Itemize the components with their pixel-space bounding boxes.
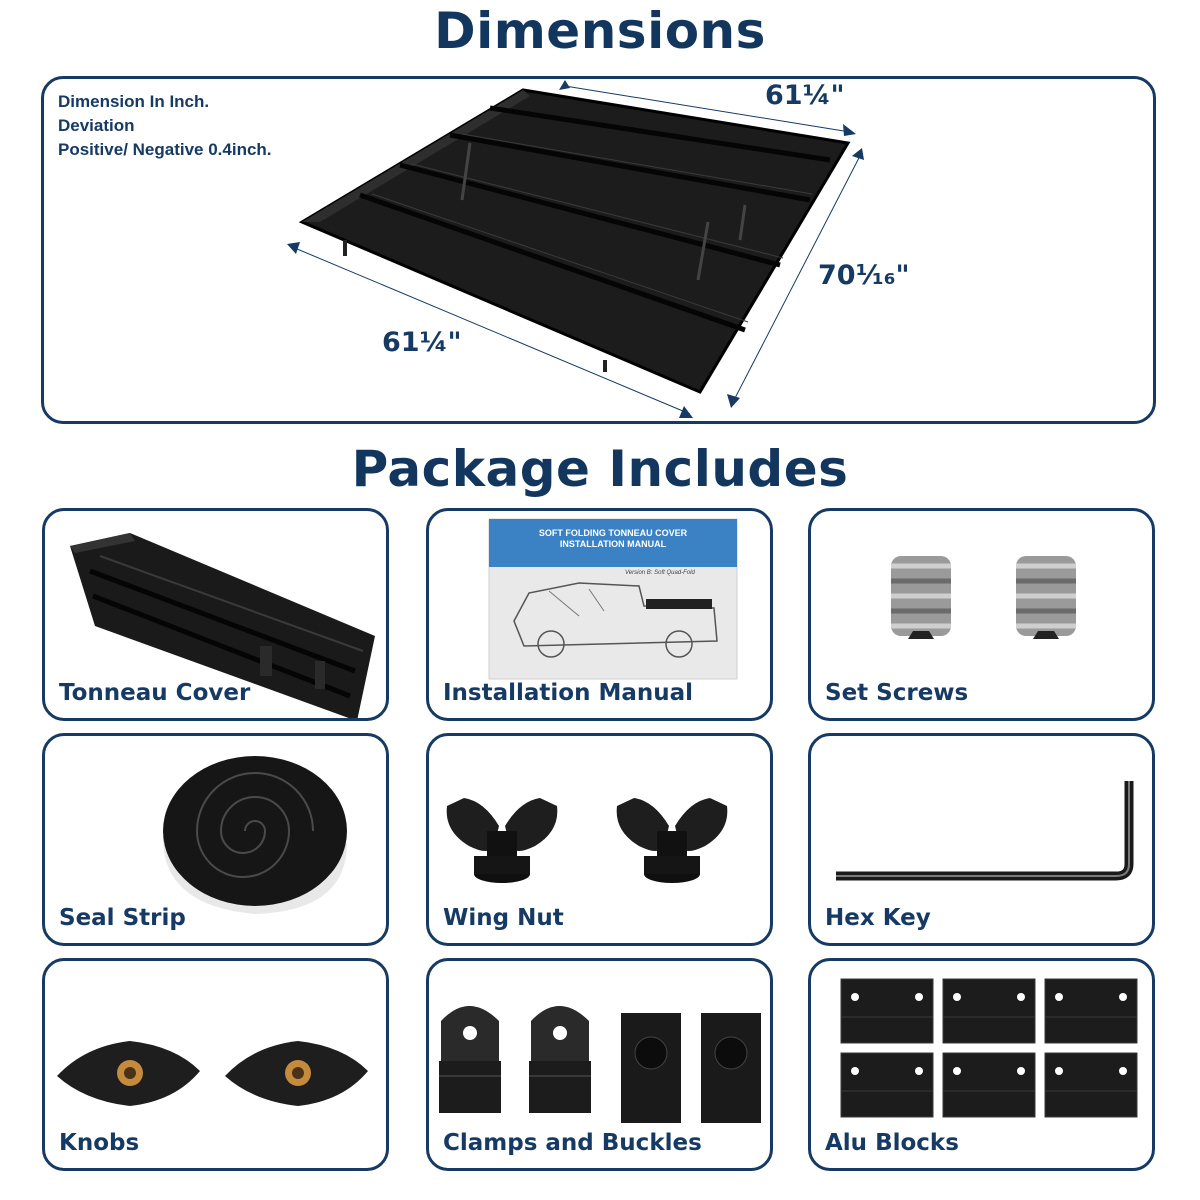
item-card-hex-key: Hex Key <box>808 733 1155 946</box>
item-label: Alu Blocks <box>825 1130 959 1156</box>
manual-title-line2: INSTALLATION MANUAL <box>559 539 667 549</box>
knobs-image <box>57 1041 368 1106</box>
item-label: Clamps and Buckles <box>443 1130 702 1156</box>
item-card-clamps-buckles: Clamps and Buckles <box>426 958 773 1171</box>
package-title: Package Includes <box>351 440 849 498</box>
item-card-seal-strip: Seal Strip <box>42 733 389 946</box>
item-label: Wing Nut <box>443 905 564 931</box>
dimensions-title: Dimensions <box>434 2 766 60</box>
manual-version: Version B: Soft Quad-Fold <box>625 570 695 576</box>
item-card-knobs: Knobs <box>42 958 389 1171</box>
dimension-note-unit: Dimension In Inch. <box>58 92 210 111</box>
item-card-tonneau-cover: Tonneau Cover <box>42 508 389 721</box>
item-label: Knobs <box>59 1130 140 1156</box>
item-label: Seal Strip <box>59 905 186 931</box>
item-label: Set Screws <box>825 680 969 706</box>
wing-nuts-image <box>446 798 728 883</box>
item-card-installation-manual: SOFT FOLDING TONNEAU COVER INSTALLATION … <box>426 508 773 721</box>
tonneau-cover-diagram <box>287 80 864 418</box>
dimension-note-tolerance: Positive/ Negative 0.4inch. <box>58 140 272 159</box>
item-label: Installation Manual <box>443 680 694 706</box>
seal-strip-image <box>163 756 347 914</box>
item-label: Tonneau Cover <box>59 680 251 706</box>
installation-manual-image <box>488 518 738 680</box>
hex-key-image <box>836 781 1134 881</box>
alu-blocks-image <box>840 978 1138 1118</box>
item-label: Hex Key <box>825 905 931 931</box>
dimension-note-deviation: Deviation <box>58 116 135 135</box>
set-screws-image <box>891 556 1076 639</box>
item-card-alu-blocks: Alu Blocks <box>808 958 1155 1171</box>
folded-tonneau-cover-image <box>70 533 375 718</box>
top-width-label: 61¼" <box>765 80 845 111</box>
length-label: 70¹⁄₁₆" <box>818 260 910 291</box>
manual-title-line1: SOFT FOLDING TONNEAU COVER <box>538 528 688 538</box>
clamps-and-buckles-image <box>439 1006 761 1123</box>
bottom-width-label: 61¼" <box>382 327 462 358</box>
item-card-set-screws: Set Screws <box>808 508 1155 721</box>
item-card-wing-nut: Wing Nut <box>426 733 773 946</box>
dimensions-panel <box>41 76 1156 424</box>
